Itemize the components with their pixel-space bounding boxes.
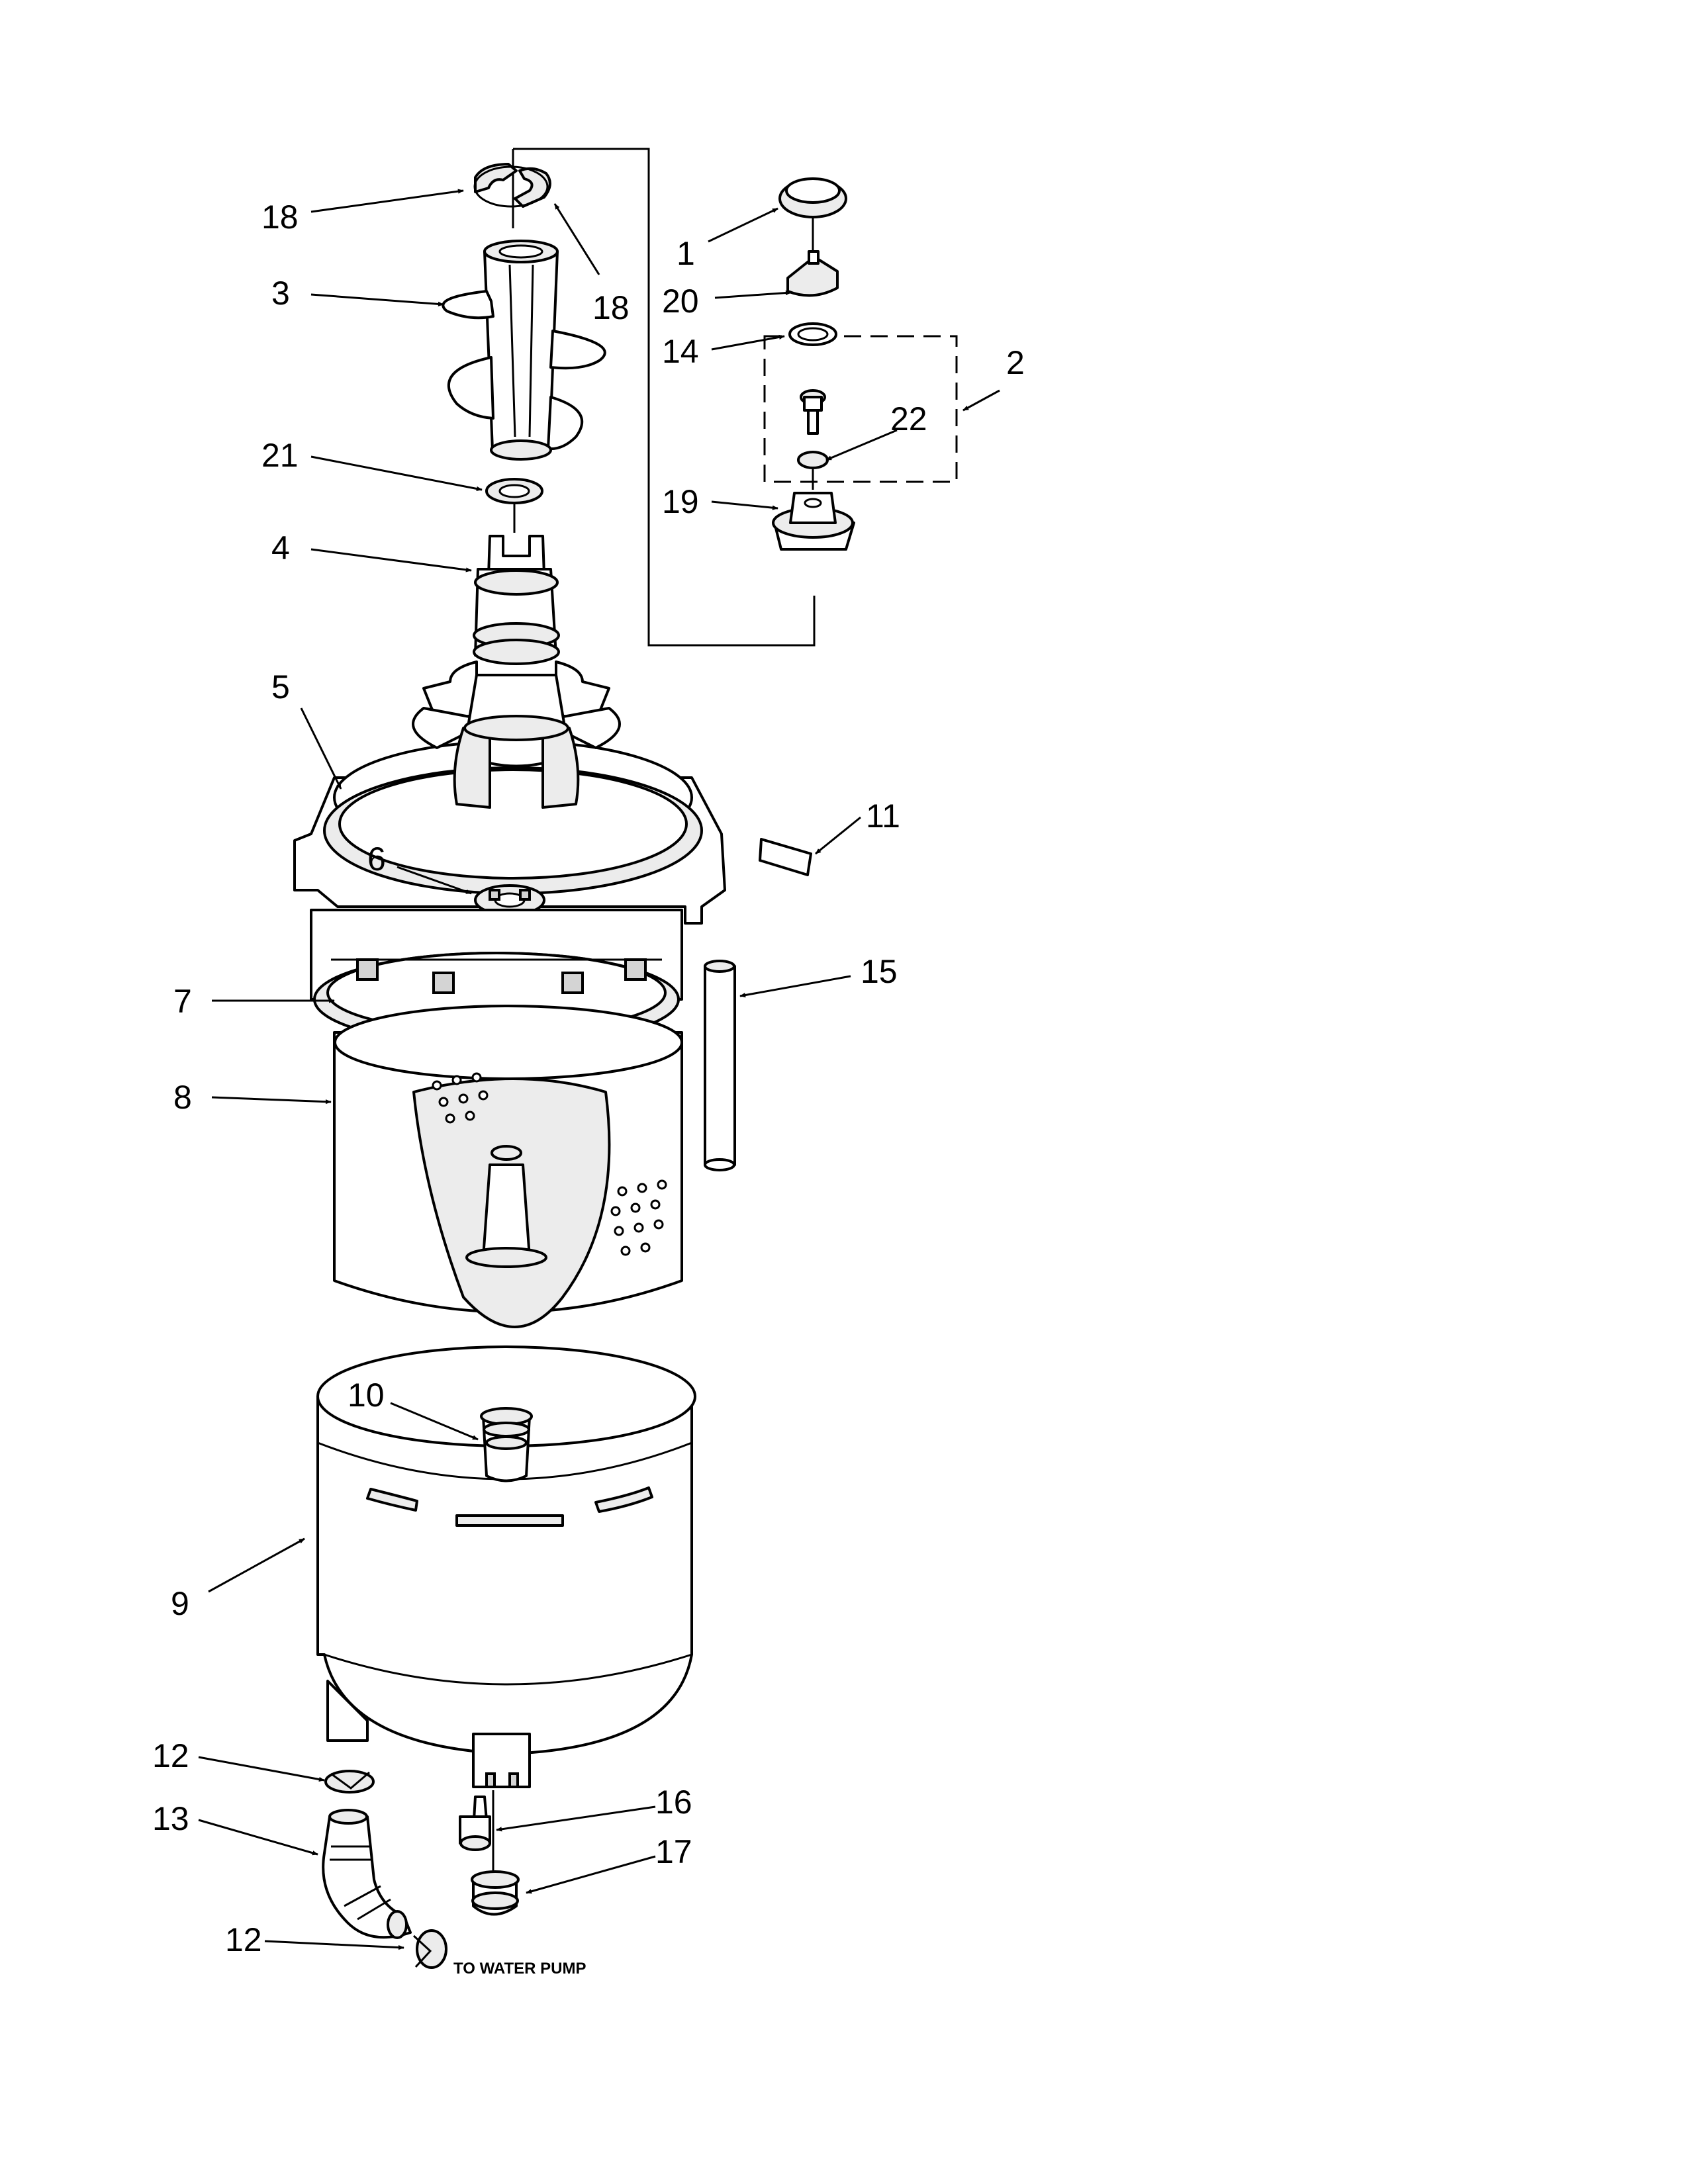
callout-3: 3	[271, 275, 290, 312]
leader-12a	[198, 1756, 325, 1782]
leader-17	[526, 1855, 656, 1894]
connection-frame	[512, 148, 816, 647]
leader-19	[711, 500, 778, 510]
part-14-o-ring	[788, 322, 837, 346]
part-10-hub	[480, 1407, 533, 1482]
leader-15	[739, 975, 851, 998]
part-15-tube	[704, 960, 736, 1171]
part-8-basket	[333, 1005, 683, 1328]
part-13-hose	[322, 1809, 412, 1939]
callout-21: 21	[261, 437, 299, 474]
leader-4	[310, 548, 472, 572]
part-3-auger	[442, 240, 606, 461]
part-17-nut	[471, 1870, 520, 1916]
part-9-outer-tub	[316, 1345, 696, 1788]
part-20-cap-insert	[786, 250, 839, 297]
leader-10	[390, 1402, 479, 1441]
basket-perforations	[432, 1072, 667, 1256]
leader-14	[711, 334, 785, 351]
callout-18b: 18	[592, 289, 630, 326]
leader-8	[211, 1096, 332, 1105]
part-12-clamp-lower	[412, 1929, 447, 1969]
callout-19: 19	[662, 483, 699, 520]
callout-14: 14	[662, 333, 699, 370]
part-1-cap	[778, 177, 847, 218]
callout-2: 2	[1006, 344, 1025, 381]
leader-21	[310, 455, 483, 491]
leader-9	[208, 1537, 305, 1593]
leader-1	[708, 207, 778, 243]
part-22-bolt	[797, 389, 829, 469]
callout-17: 17	[655, 1833, 692, 1870]
part-16-bolt	[459, 1796, 491, 1851]
leader-lines	[198, 189, 1000, 1950]
part-21-washer	[485, 478, 543, 504]
leader-5	[300, 707, 342, 790]
part-12-clamp-upper	[324, 1770, 375, 1794]
leader-2	[962, 389, 1000, 412]
callout-20: 20	[662, 283, 699, 320]
part-11-label	[759, 838, 812, 876]
callout-22: 22	[890, 400, 927, 437]
callout-6: 6	[367, 841, 386, 878]
callout-5: 5	[271, 668, 290, 705]
leader-16	[496, 1805, 656, 1832]
callout-15: 15	[861, 953, 898, 990]
callout-12a: 12	[152, 1737, 189, 1774]
callout-18a: 18	[261, 199, 299, 236]
leader-6	[397, 866, 472, 895]
callout-8: 8	[173, 1079, 192, 1116]
callout-labels: 1 2 3 4 5 6 7 8 9 10 11 12 13 14 15 16 1…	[152, 199, 1025, 1978]
leader-22	[825, 429, 898, 461]
callout-1: 1	[677, 235, 695, 272]
part-5-tub-ring	[293, 660, 726, 925]
callout-12b: 12	[225, 1921, 262, 1958]
callout-16: 16	[655, 1784, 692, 1821]
leader-12b	[264, 1940, 404, 1950]
leader-13	[198, 1819, 318, 1856]
part-4-drive-cam	[473, 535, 560, 665]
leader-18a	[310, 189, 464, 213]
callout-9: 9	[171, 1585, 189, 1622]
callout-7: 7	[173, 983, 192, 1020]
part-19-hub	[772, 492, 855, 551]
callout-10: 10	[348, 1377, 385, 1414]
callout-4: 4	[271, 529, 290, 567]
to-water-pump-note: TO WATER PUMP	[453, 1960, 586, 1978]
part-6-hub-nut	[474, 884, 545, 916]
callout-11: 11	[866, 797, 900, 835]
leader-3	[310, 293, 444, 306]
leader-11	[815, 816, 861, 855]
assembly-2-dashed-box	[763, 335, 958, 483]
leader-20	[714, 290, 792, 299]
callout-13: 13	[152, 1800, 189, 1837]
part-18-clip	[473, 163, 551, 208]
leader-18b	[553, 203, 600, 275]
